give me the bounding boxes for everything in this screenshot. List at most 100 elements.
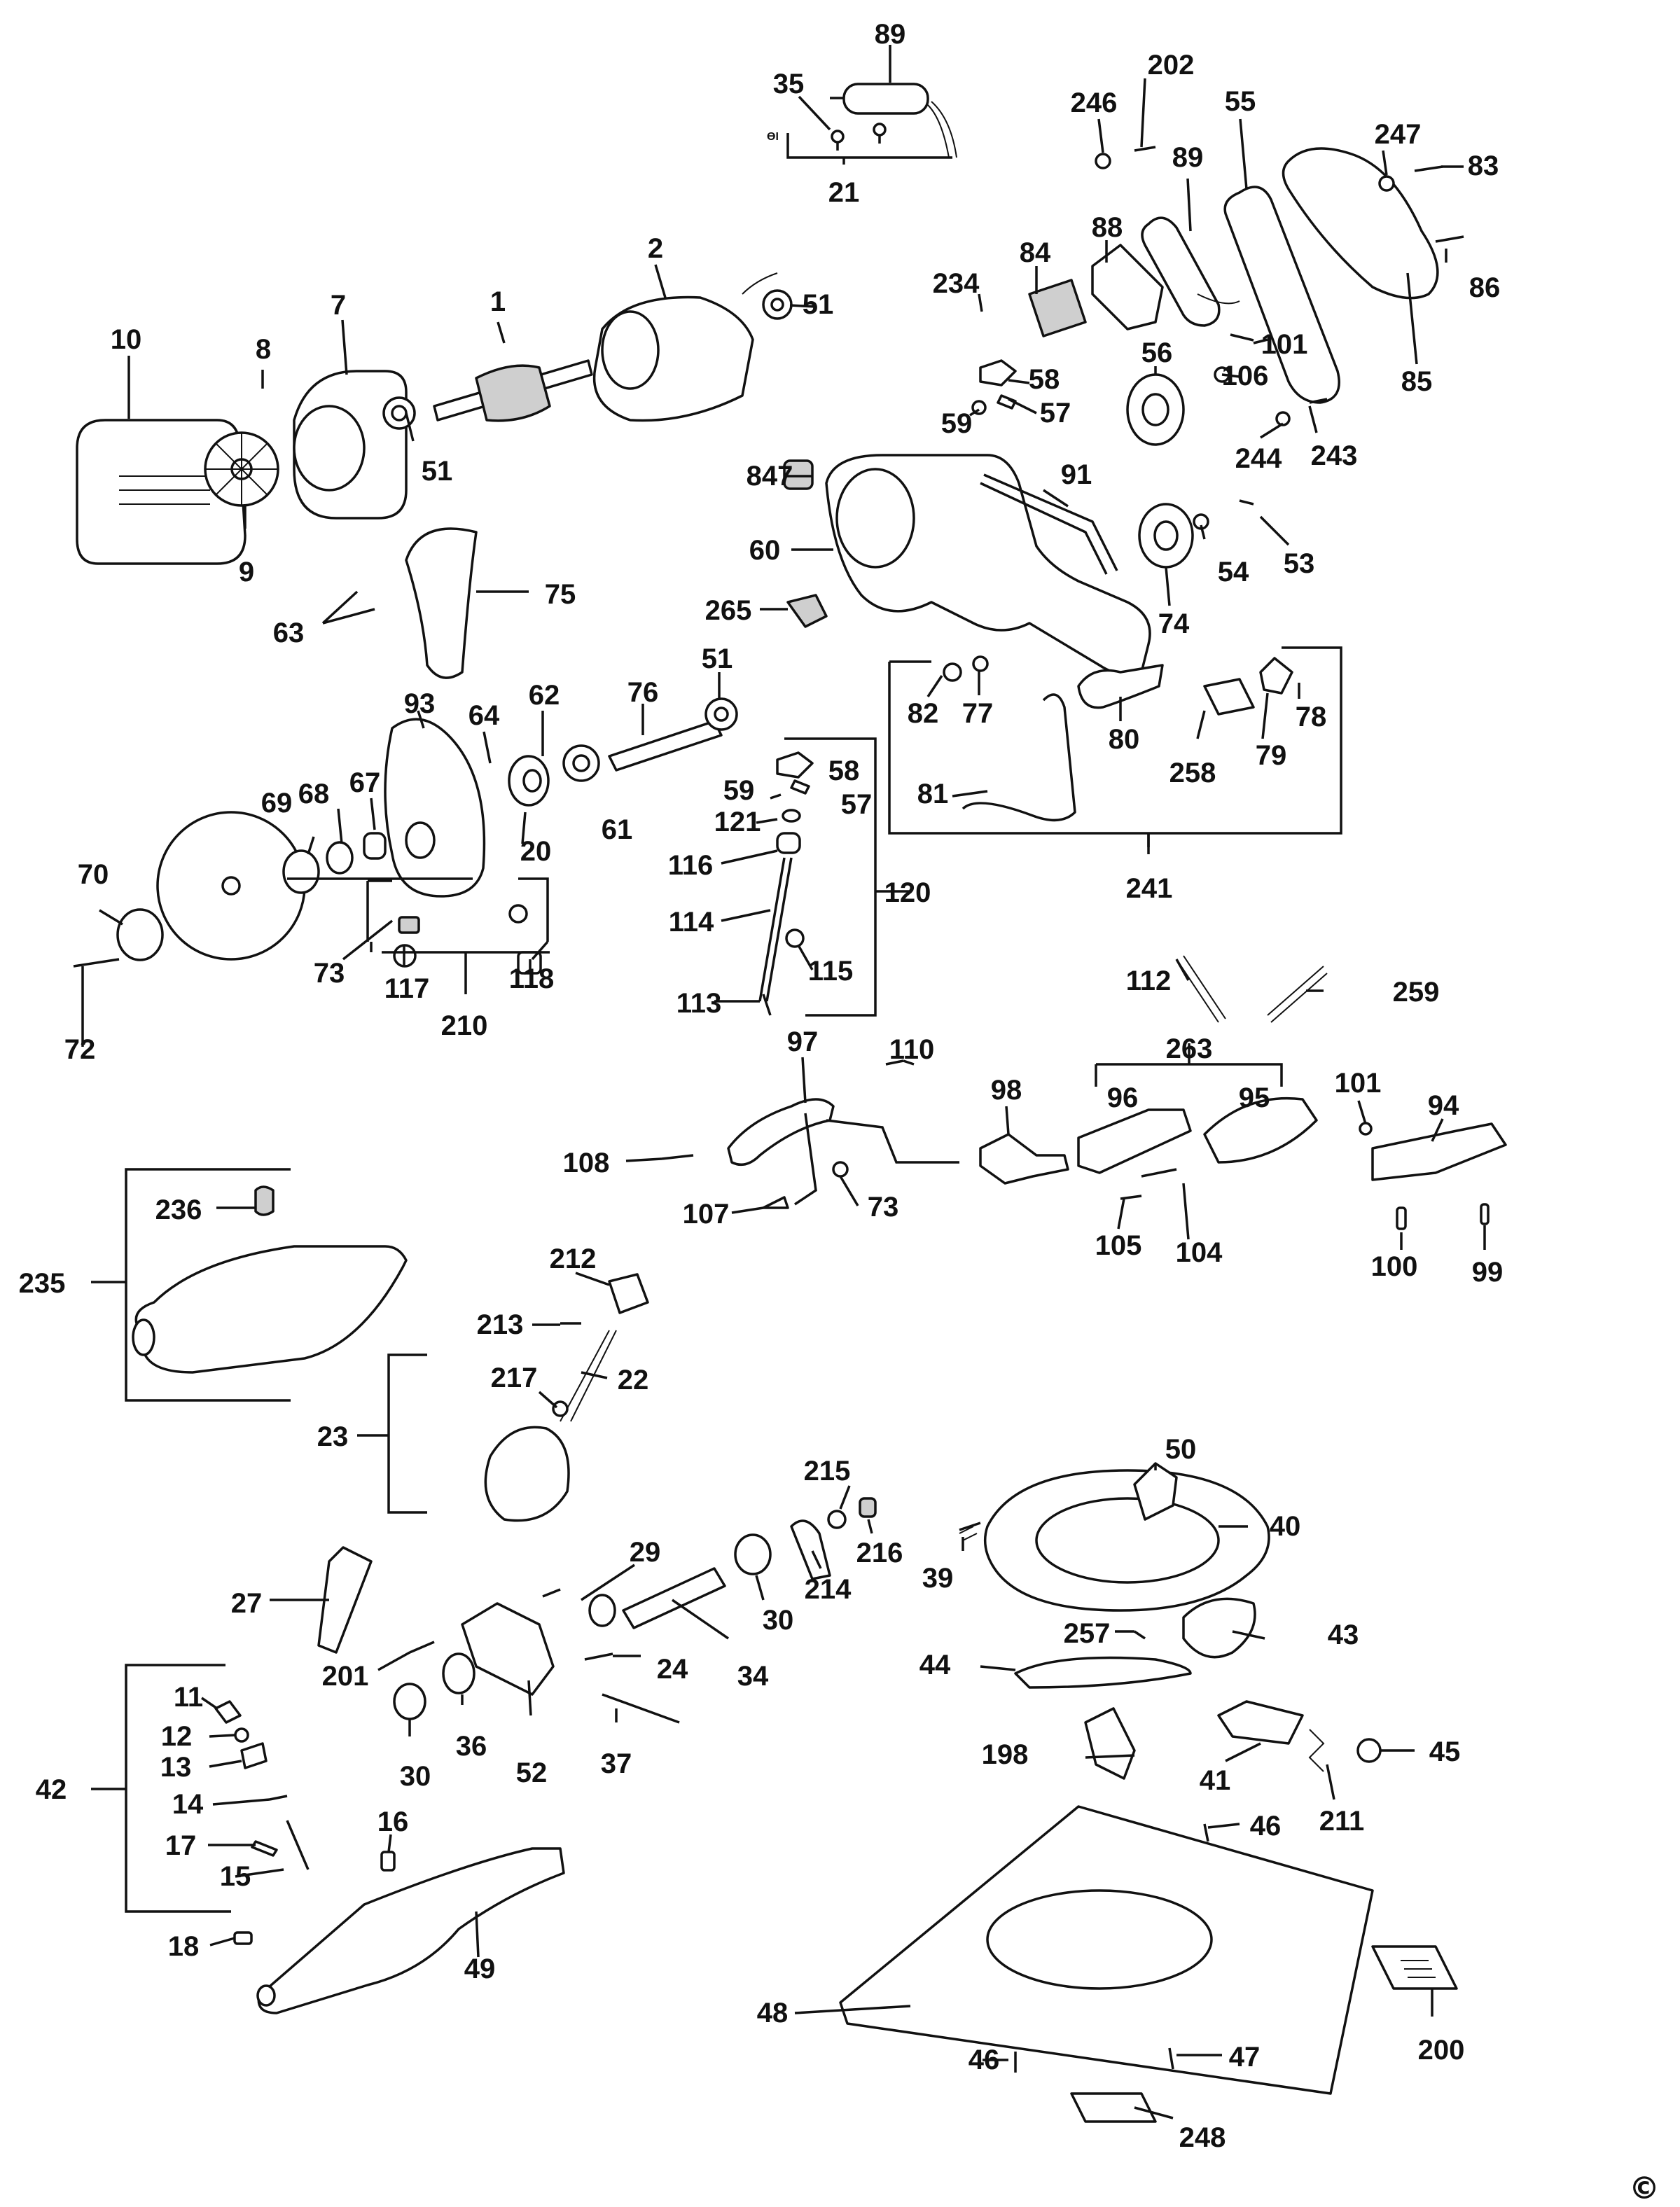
callout: 63 [273, 618, 305, 648]
callout: 243 [1311, 440, 1358, 471]
callout: 15 [220, 1861, 251, 1892]
callout: 81 [917, 779, 949, 809]
callout: 41 [1200, 1765, 1231, 1796]
callout: 82 [908, 698, 939, 729]
callout: 212 [550, 1244, 597, 1274]
callout: 64 [468, 700, 500, 731]
callout: 73 [314, 958, 345, 989]
callout: 244 [1235, 443, 1282, 474]
callout: 210 [441, 1010, 488, 1041]
callout: 76 [627, 677, 659, 708]
callout: 11 [174, 1682, 203, 1713]
callout: 57 [841, 789, 873, 820]
leader-lines [81, 45, 1486, 2119]
callout: 246 [1071, 88, 1118, 118]
callout: 68 [298, 779, 330, 809]
callout: 88 [1092, 212, 1123, 243]
callout: 60 [749, 535, 781, 566]
callout: 2 [648, 233, 663, 264]
callout: 36 [456, 1731, 487, 1762]
callout: 23 [317, 1421, 349, 1452]
callout: 211 [1319, 1806, 1365, 1837]
callout: 106 [1222, 361, 1269, 391]
callout: 34 [737, 1661, 769, 1692]
callout: 113 [676, 988, 722, 1019]
callout: 847 [747, 461, 793, 492]
end-cap-part [76, 419, 247, 565]
callout: 69 [261, 788, 293, 819]
callout: 95 [1239, 1082, 1270, 1113]
guard-part [405, 527, 478, 679]
callout: 215 [804, 1456, 851, 1487]
callout: 57 [1040, 398, 1071, 429]
callout: 217 [491, 1363, 538, 1393]
callout: 72 [64, 1034, 96, 1065]
callouts: 89 35 21 202 246 55 247 83 89 86 85 2 51… [19, 19, 1504, 2153]
dust-chute-part [134, 1245, 408, 1374]
belt-part [1223, 186, 1340, 404]
callout: 59 [941, 408, 973, 439]
callout: 7 [331, 290, 346, 321]
callout: 121 [714, 807, 761, 837]
callout: 16 [377, 1806, 409, 1837]
callout: 74 [1158, 608, 1190, 639]
callout: 201 [322, 1661, 369, 1692]
callout: 54 [1218, 557, 1249, 587]
callout: 10 [111, 324, 142, 355]
callout: 77 [962, 698, 994, 729]
callout: 75 [545, 579, 576, 610]
callout: 198 [982, 1739, 1029, 1770]
callout: 258 [1169, 758, 1216, 788]
callout: 101 [1335, 1068, 1382, 1099]
callout: 99 [1472, 1257, 1504, 1288]
bevel-arm-part [257, 1847, 565, 2014]
callout: 110 [889, 1034, 935, 1065]
callout: 30 [763, 1605, 794, 1636]
callout: 263 [1166, 1033, 1213, 1064]
callout: 259 [1393, 977, 1440, 1008]
fan-part [204, 431, 279, 507]
callout: 52 [516, 1757, 548, 1788]
callout: 61 [602, 814, 633, 845]
callout: 42 [36, 1774, 67, 1805]
callout: 73 [868, 1192, 899, 1223]
callout: 49 [464, 1954, 496, 1984]
callout: 78 [1296, 702, 1327, 732]
callout: 202 [1148, 50, 1195, 81]
callout: 12 [161, 1721, 193, 1752]
callout: 44 [919, 1650, 951, 1680]
callout: 214 [805, 1574, 852, 1605]
callout: 53 [1284, 548, 1315, 579]
callout: 120 [884, 877, 931, 908]
belt-cover-part [1282, 147, 1439, 300]
callout: 116 [668, 850, 714, 881]
callout: 45 [1429, 1736, 1461, 1767]
callout: 70 [78, 859, 109, 890]
callout: 241 [1126, 873, 1173, 904]
callout: 39 [922, 1563, 954, 1594]
callout: 100 [1371, 1251, 1418, 1282]
callout: 30 [400, 1761, 431, 1792]
callout: 8 [256, 334, 271, 365]
callout: 62 [529, 680, 560, 711]
callout: 24 [657, 1654, 688, 1685]
callout: 247 [1375, 119, 1422, 150]
part-drawings: ϴI [73, 83, 1507, 2123]
callout: 20 [520, 836, 552, 867]
callout: 35 [773, 69, 805, 99]
callout: 58 [1029, 364, 1060, 395]
callout: 67 [349, 767, 381, 798]
callout: 83 [1468, 151, 1499, 181]
callout: 236 [155, 1195, 202, 1225]
callout: 14 [172, 1789, 204, 1820]
callout: 84 [1020, 237, 1051, 268]
callout: 105 [1095, 1230, 1142, 1261]
callout: 17 [165, 1830, 197, 1861]
callout: 9 [239, 557, 254, 587]
callout: 96 [1107, 1082, 1139, 1113]
callout: 46 [1250, 1811, 1282, 1842]
capacitor-part [830, 83, 957, 158]
callout: 40 [1270, 1511, 1301, 1542]
callout: 43 [1328, 1620, 1359, 1650]
